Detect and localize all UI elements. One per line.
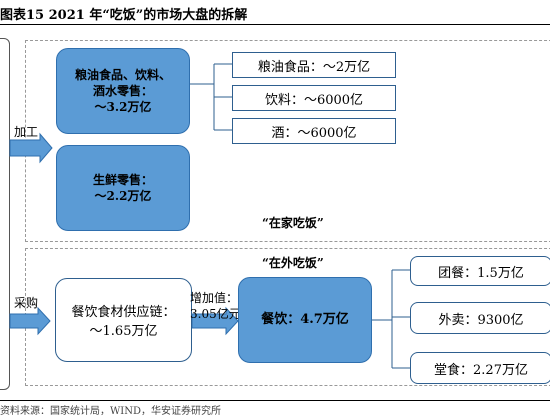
purchase-label: 采购 (14, 296, 39, 310)
at-home-caption: “在家吃饭” (262, 216, 324, 230)
purchase-arrow (9, 306, 51, 336)
fresh-retail-line2: ～2.2万亿 (94, 189, 152, 203)
retail-grain-line1: 粮油食品、饮料、 (74, 68, 171, 82)
fresh-retail-line1: 生鲜零售： (92, 173, 153, 187)
group-meal-box: 团餐：1.5万亿 (410, 256, 550, 286)
grain-food-box: 粮油食品：～2万亿 (232, 52, 396, 78)
retail-grain-line3: ～3.2万亿 (94, 100, 152, 114)
fresh-retail-box: 生鲜零售： ～2.2万亿 (56, 145, 190, 231)
takeout-box: 外卖：9300亿 (410, 302, 550, 334)
top-rule (0, 24, 550, 25)
away-caption: “在外吃饭” (262, 256, 324, 270)
left-frame (0, 38, 10, 390)
catering-box: 餐饮：4.7万亿 (238, 277, 372, 363)
value-added-line1: 增加值： (190, 291, 239, 305)
value-added-label: 增加值： 3.05亿元 (190, 290, 241, 322)
supply-chain-box: 餐饮食材供应链： ～1.65万亿 (55, 278, 192, 362)
supply-chain-line1: 餐饮食材供应链： (71, 305, 176, 320)
retail-grain-box: 粮油食品、饮料、 酒水零售： ～3.2万亿 (56, 48, 190, 134)
source-note: 资料来源：国家统计局，WIND，华安证券研究所 (0, 406, 221, 417)
value-added-line2: 3.05亿元 (190, 307, 241, 321)
value-added-arrow (191, 306, 239, 336)
figure-title: 图表15 2021 年“吃饭”的市场大盘的拆解 (0, 8, 248, 23)
bottom-rule (0, 400, 550, 401)
beverage-box: 饮料：～6000亿 (232, 85, 396, 111)
dine-in-box: 堂食：2.27万亿 (410, 352, 550, 384)
process-arrow (9, 132, 53, 164)
retail-grain-line2: 酒水零售： (92, 84, 153, 98)
liquor-box: 酒：～6000亿 (232, 118, 396, 144)
supply-chain-line2: ～1.65万亿 (89, 324, 158, 339)
process-label: 加工 (14, 125, 39, 139)
